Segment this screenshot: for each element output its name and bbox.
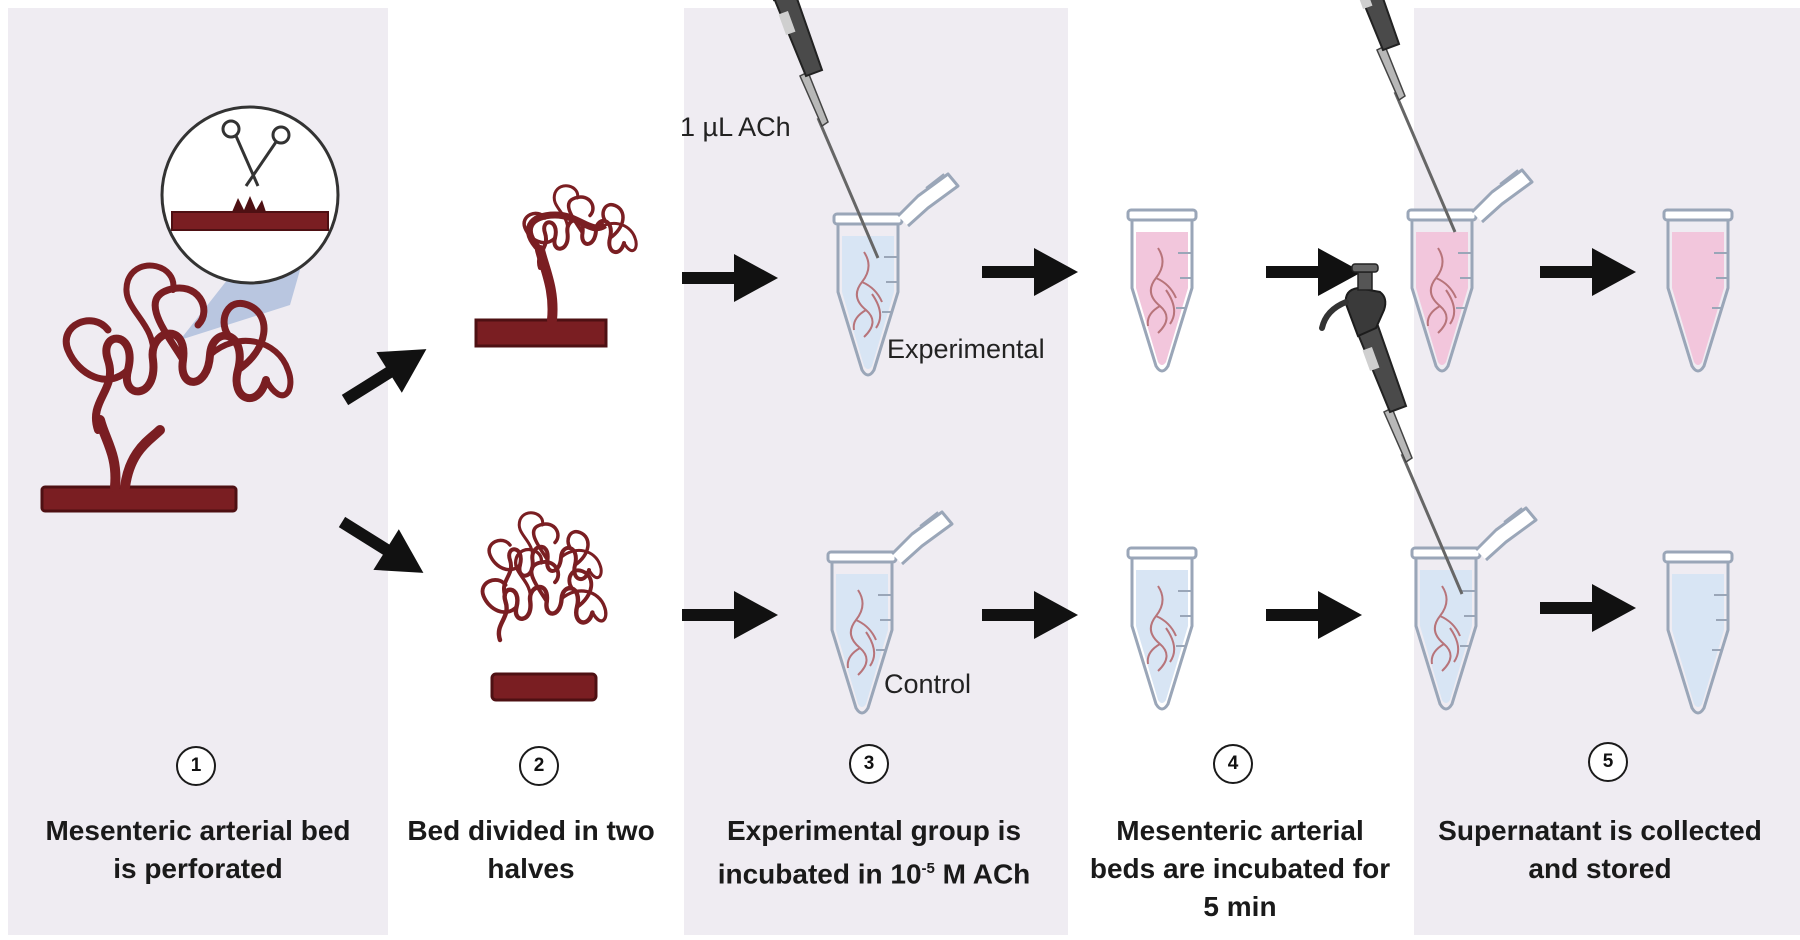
mesenteric-arterial-bed-whole <box>40 266 290 513</box>
magnified-perforation-callout <box>160 105 340 340</box>
microcentrifuge-tube-icon <box>1410 506 1538 711</box>
microcentrifuge-tube-icon <box>1126 546 1198 711</box>
arrow-right-icon <box>1266 248 1362 296</box>
step-2-caption: Bed divided in two halves <box>407 815 655 884</box>
step-number-3: 3 <box>849 744 889 784</box>
microcentrifuge-tube-icon <box>1662 208 1734 373</box>
scissors-icon <box>221 119 291 187</box>
arrow-right-icon <box>1540 248 1636 296</box>
arrow-right-icon <box>1266 591 1362 639</box>
arrow-right-icon <box>682 591 778 639</box>
arrow-right-icon <box>1540 584 1636 632</box>
arrow-right-icon <box>982 248 1078 296</box>
arrow-right-icon <box>982 591 1078 639</box>
step-3-caption: Experimental group is incubated in 10-5 … <box>717 815 1031 890</box>
arrow-right-icon <box>329 501 437 594</box>
microcentrifuge-tube-icon <box>1126 208 1198 373</box>
step-number-5: 5 <box>1588 742 1628 782</box>
step-1-caption: Mesenteric arterial bed is perforated <box>45 815 351 884</box>
step-number-4: 4 <box>1213 744 1253 784</box>
ach-dose-label: 1 µL ACh <box>680 112 791 142</box>
microcentrifuge-tube-icon <box>1662 550 1734 715</box>
pipette-icon <box>1315 0 1455 232</box>
step-5-caption: Supernatant is collected and stored <box>1438 815 1762 884</box>
arterial-bed-half-bottom <box>483 510 606 702</box>
control-label: Control <box>884 669 972 699</box>
arrow-right-icon <box>332 328 440 421</box>
arterial-bed-half-top <box>474 183 639 348</box>
step-number-1: 1 <box>176 746 216 786</box>
step-4-caption: Mesenteric arterial beds are incubated f… <box>1089 815 1391 922</box>
microcentrifuge-tube-icon <box>1406 168 1534 373</box>
step-number-2: 2 <box>519 746 559 786</box>
arrow-right-icon <box>682 254 778 302</box>
experimental-label: Experimental <box>887 334 1045 364</box>
